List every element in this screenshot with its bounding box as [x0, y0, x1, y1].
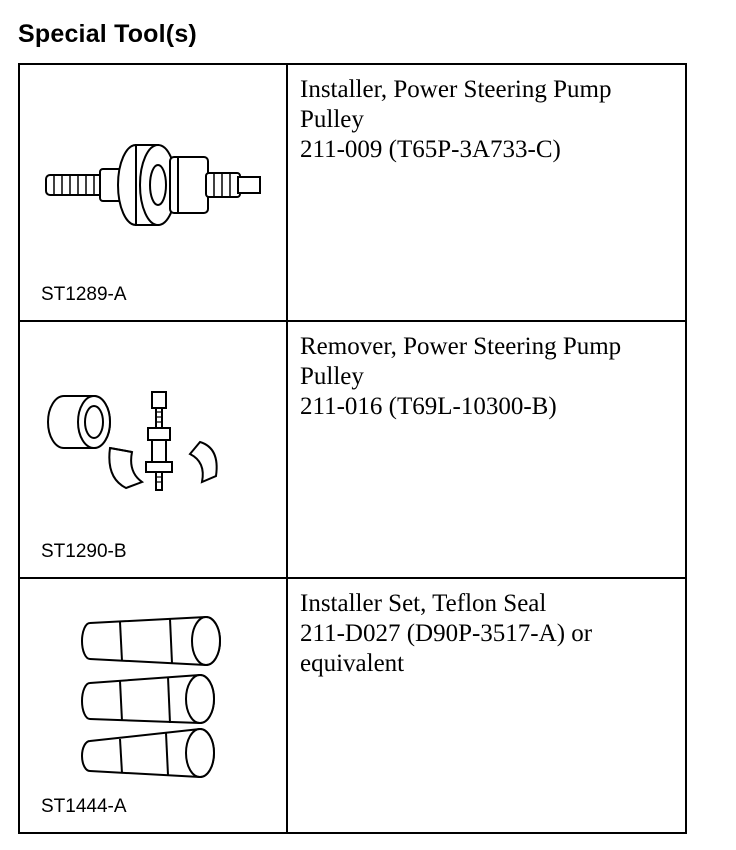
tool-description-line: 211-009 (T65P-3A733-C): [300, 136, 561, 163]
tool-description-line: Remover, Power Steering Pump: [300, 333, 622, 360]
pulley-installer-icon: [45, 144, 261, 226]
tool-description-line: 211-D027 (D90P-3517-A) or: [300, 620, 593, 647]
tool-description-line: Installer Set, Teflon Seal: [300, 590, 547, 617]
special-tools-table: ST1289-A Installer, Power Steering Pump …: [18, 63, 687, 834]
tool-description: Installer Set, Teflon Seal 211-D027 (D90…: [300, 589, 680, 679]
pulley-remover-icon: [47, 391, 218, 491]
tool-image-cell: ST1444-A: [20, 579, 288, 832]
tool-image-cell: ST1290-B: [20, 322, 288, 577]
tool-description-line: 211-016 (T69L-10300-B): [300, 393, 557, 420]
page-title: Special Tool(s): [18, 20, 197, 48]
tool-description-line: Pulley: [300, 106, 364, 133]
table-row: ST1444-A Installer Set, Teflon Seal 211-…: [20, 579, 685, 832]
tool-description: Remover, Power Steering Pump Pulley 211-…: [300, 332, 680, 422]
tool-image-cell: ST1289-A: [20, 65, 288, 320]
tool-description: Installer, Power Steering Pump Pulley 21…: [300, 75, 680, 165]
tool-code: ST1444-A: [41, 796, 127, 817]
table-row: ST1290-B Remover, Power Steering Pump Pu…: [20, 322, 685, 579]
tool-code: ST1290-B: [41, 541, 127, 562]
seal-installer-set-icon: [81, 615, 221, 779]
tool-code: ST1289-A: [41, 284, 127, 305]
tool-description-line: equivalent: [300, 650, 405, 677]
tool-description-line: Installer, Power Steering Pump: [300, 76, 612, 103]
tool-description-line: Pulley: [300, 363, 364, 390]
table-row: ST1289-A Installer, Power Steering Pump …: [20, 65, 685, 322]
